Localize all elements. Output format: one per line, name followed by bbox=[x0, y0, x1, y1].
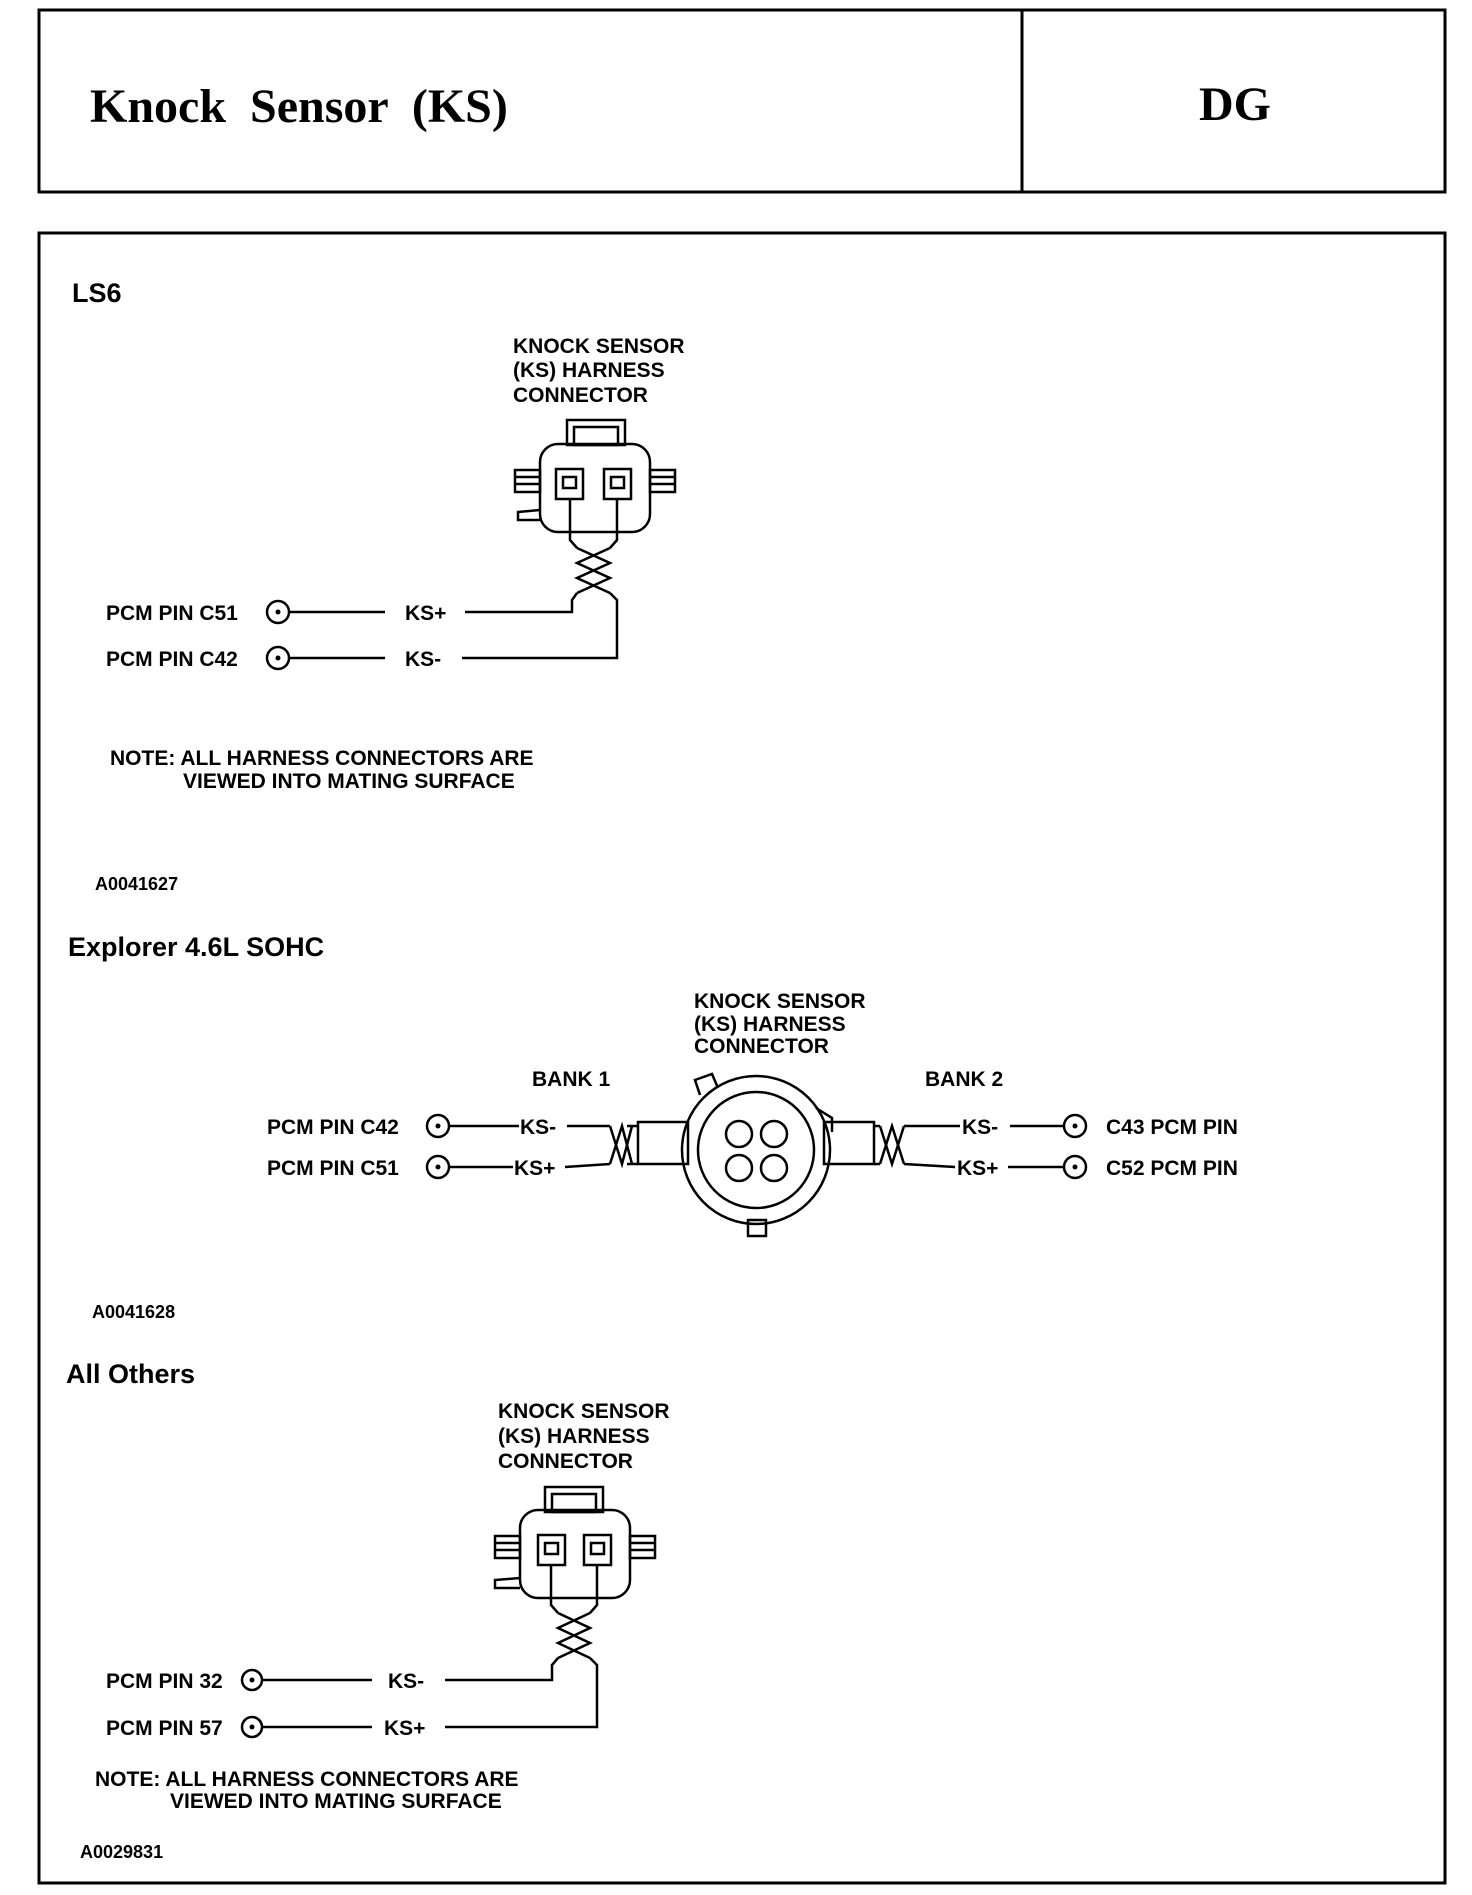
four-pin-connector-icon bbox=[450, 1072, 1063, 1238]
section-heading: LS6 bbox=[72, 278, 122, 308]
pin-row: PCM PIN C51 KS+ bbox=[267, 1154, 555, 1180]
terminal-icon bbox=[425, 1154, 451, 1180]
svg-text:KNOCK SENSOR: KNOCK SENSOR bbox=[694, 990, 866, 1013]
figure-id: A0041628 bbox=[92, 1302, 175, 1322]
section-ls6: LS6 KNOCK SENSOR (KS) HARNESS CONNECTOR bbox=[72, 278, 685, 894]
pin-row: PCM PIN C51 KS+ bbox=[106, 599, 446, 625]
pin-row: KS+ C52 PCM PIN bbox=[957, 1154, 1238, 1180]
note: NOTE: ALL HARNESS CONNECTORS ARE VIEWED … bbox=[95, 1768, 519, 1813]
svg-text:(KS) HARNESS: (KS) HARNESS bbox=[513, 359, 665, 382]
terminal-icon bbox=[1062, 1154, 1088, 1180]
section-code: DG bbox=[1199, 78, 1271, 131]
signal-label: KS- bbox=[520, 1116, 556, 1139]
svg-text:CONNECTOR: CONNECTOR bbox=[694, 1035, 829, 1058]
signal-label: KS+ bbox=[514, 1157, 555, 1180]
pin-label: PCM PIN C51 bbox=[267, 1157, 399, 1180]
svg-text:NOTE: ALL HARNESS CONNECTORS A: NOTE: ALL HARNESS CONNECTORS ARE bbox=[95, 1768, 519, 1791]
section-heading: All Others bbox=[66, 1359, 195, 1389]
pin-row: PCM PIN C42 KS- bbox=[106, 645, 441, 671]
connector-label: KNOCK SENSOR (KS) HARNESS CONNECTOR bbox=[694, 990, 866, 1058]
figure-id: A0041627 bbox=[95, 874, 178, 894]
pin-label: PCM PIN C42 bbox=[106, 648, 238, 671]
note: NOTE: ALL HARNESS CONNECTORS ARE VIEWED … bbox=[110, 747, 534, 793]
signal-label: KS+ bbox=[405, 602, 446, 625]
svg-text:KNOCK SENSOR: KNOCK SENSOR bbox=[513, 335, 685, 358]
terminal-icon bbox=[240, 1668, 264, 1692]
svg-text:VIEWED INTO MATING SURFACE: VIEWED INTO MATING SURFACE bbox=[170, 1790, 502, 1813]
two-pin-connector-icon bbox=[290, 418, 677, 660]
pin-row: PCM PIN 32 KS- bbox=[106, 1668, 424, 1693]
signal-label: KS- bbox=[405, 648, 441, 671]
terminal-icon bbox=[1062, 1113, 1088, 1139]
signal-label: KS- bbox=[388, 1670, 424, 1693]
pin-label: PCM PIN 32 bbox=[106, 1670, 223, 1693]
svg-text:VIEWED INTO MATING SURFACE: VIEWED INTO MATING SURFACE bbox=[183, 770, 515, 793]
svg-text:(KS) HARNESS: (KS) HARNESS bbox=[694, 1013, 846, 1036]
signal-label: KS+ bbox=[957, 1157, 998, 1180]
pin-row: PCM PIN C42 KS- bbox=[267, 1113, 556, 1139]
two-pin-connector-icon bbox=[262, 1485, 657, 1729]
terminal-icon bbox=[265, 599, 291, 625]
svg-text:CONNECTOR: CONNECTOR bbox=[513, 384, 648, 407]
pin-label: C52 PCM PIN bbox=[1106, 1157, 1238, 1180]
terminal-icon bbox=[265, 645, 291, 671]
terminal-icon bbox=[240, 1715, 264, 1739]
section-explorer: Explorer 4.6L SOHC KNOCK SENSOR (KS) HAR… bbox=[68, 932, 1238, 1322]
svg-text:(KS) HARNESS: (KS) HARNESS bbox=[498, 1425, 650, 1448]
terminal-icon bbox=[425, 1113, 451, 1139]
signal-label: KS- bbox=[962, 1116, 998, 1139]
svg-text:NOTE: ALL HARNESS CONNECTORS A: NOTE: ALL HARNESS CONNECTORS ARE bbox=[110, 747, 534, 770]
pin-label: PCM PIN C42 bbox=[267, 1116, 399, 1139]
bank2-label: BANK 2 bbox=[925, 1068, 1003, 1091]
connector-label: KNOCK SENSOR (KS) HARNESS CONNECTOR bbox=[513, 335, 685, 407]
pin-label: C43 PCM PIN bbox=[1106, 1116, 1238, 1139]
content-frame bbox=[37, 231, 1447, 1885]
pin-label: PCM PIN 57 bbox=[106, 1717, 223, 1740]
section-all-others: All Others KNOCK SENSOR (KS) HARNESS CON… bbox=[66, 1359, 670, 1862]
pin-row: KS- C43 PCM PIN bbox=[962, 1113, 1238, 1139]
header-box: Knock Sensor (KS) DG bbox=[37, 8, 1447, 194]
bank1-label: BANK 1 bbox=[532, 1068, 610, 1091]
pin-label: PCM PIN C51 bbox=[106, 602, 238, 625]
svg-text:CONNECTOR: CONNECTOR bbox=[498, 1450, 633, 1473]
section-heading: Explorer 4.6L SOHC bbox=[68, 932, 324, 962]
svg-text:KNOCK SENSOR: KNOCK SENSOR bbox=[498, 1400, 670, 1423]
connector-label: KNOCK SENSOR (KS) HARNESS CONNECTOR bbox=[498, 1400, 670, 1473]
figure-id: A0029831 bbox=[80, 1842, 163, 1862]
signal-label: KS+ bbox=[384, 1717, 425, 1740]
pin-row: PCM PIN 57 KS+ bbox=[106, 1715, 425, 1740]
page-title: Knock Sensor (KS) bbox=[90, 80, 508, 133]
